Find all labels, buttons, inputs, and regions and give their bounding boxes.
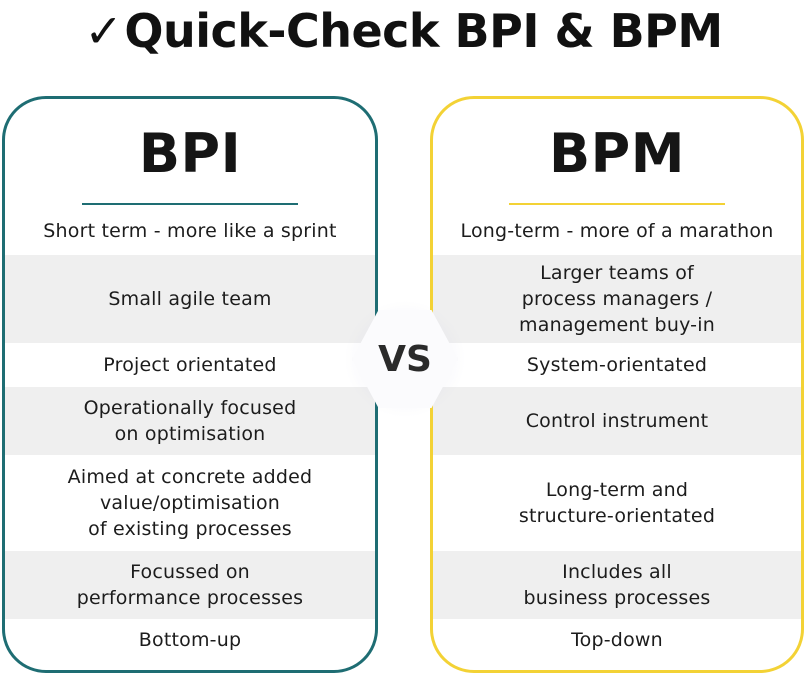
bpm-row-7: Top-down [571, 629, 663, 651]
bpi-heading: BPI [138, 121, 242, 185]
bpm-row-1: Long-term - more of a marathon [460, 220, 774, 242]
page-title: ✓ Quick-Check BPI & BPM [0, 0, 807, 62]
bpm-card: BPM Long-term - more of a marathon Large… [430, 96, 804, 673]
bpi-row-1: Short term - more like a sprint [43, 220, 337, 242]
bpi-row-7: Bottom-up [138, 629, 242, 651]
bpi-card: BPI Short term - more like a sprint Smal… [2, 96, 378, 673]
bpm-row-4: Control instrument [433, 387, 801, 455]
checkmark-icon: ✓ [84, 4, 123, 58]
page-title-text: Quick-Check BPI & BPM [124, 4, 723, 58]
bpm-heading-underline [509, 203, 725, 205]
bpm-row-3: System-orientated [526, 354, 708, 376]
bpi-heading-underline [82, 203, 298, 205]
bpm-heading: BPM [549, 121, 685, 185]
bpi-row-3: Project orientated [103, 354, 277, 376]
bpi-row-2: Small agile team [5, 255, 375, 343]
